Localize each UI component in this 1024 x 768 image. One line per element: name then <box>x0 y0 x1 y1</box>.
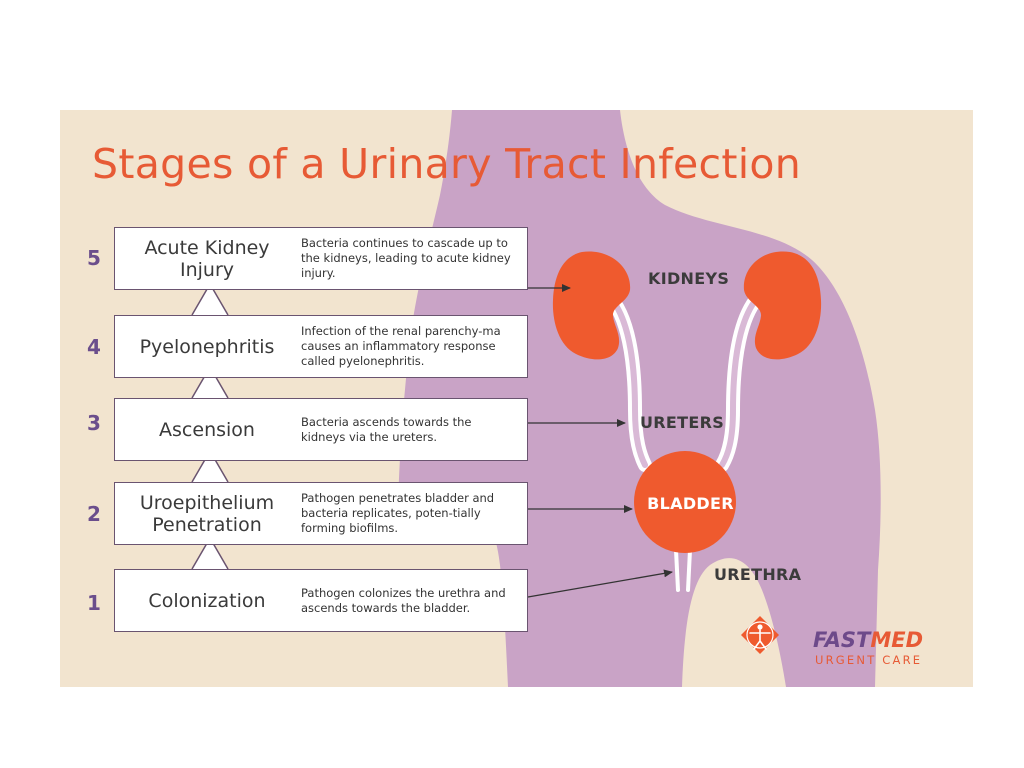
right-ureter-core <box>719 292 763 468</box>
arrow-to-urethra <box>527 569 673 598</box>
stage-5-number: 5 <box>87 246 101 270</box>
stage-5-box: Acute Kidney Injury Bacteria continues t… <box>114 227 528 290</box>
left-ureter-core <box>605 292 648 468</box>
stage-4-box: Pyelonephritis Infection of the renal pa… <box>114 315 528 378</box>
urethra-tube <box>674 548 692 592</box>
stage-3-number: 3 <box>87 411 101 435</box>
stage-4-description: Infection of the renal parenchy-ma cause… <box>301 324 501 368</box>
infographic-panel: Stages of a Urinary Tract Infection <box>60 110 973 687</box>
stage-2-description: Pathogen penetrates bladder and bacteria… <box>301 491 495 535</box>
stage-2-box: Uroepithelium Penetration Pathogen penet… <box>114 482 528 545</box>
stage-5-description: Bacteria continues to cascade up to the … <box>301 236 511 280</box>
stage-1-name: Colonization <box>148 589 266 612</box>
logo-subtitle: URGENT CARE <box>815 653 923 667</box>
stage-1-description: Pathogen colonizes the urethra and ascen… <box>301 585 506 615</box>
stage-2-name: Uroepithelium Penetration <box>139 491 275 536</box>
stage-3-description: Bacteria ascends towards the kidneys via… <box>301 414 472 444</box>
logo-wordmark: FASTMED <box>813 628 923 652</box>
anatomy-diagram <box>191 251 822 654</box>
vitruvian-figure-icon <box>741 616 779 654</box>
bladder <box>634 451 736 553</box>
left-kidney <box>552 251 631 360</box>
urethra-label: URETHRA <box>714 565 802 584</box>
stage-4-number: 4 <box>87 335 101 359</box>
kidneys-label: KIDNEYS <box>648 269 730 288</box>
bladder-label: BLADDER <box>647 494 734 513</box>
stage-1-number: 1 <box>87 591 101 615</box>
right-kidney <box>743 251 822 360</box>
stage-4-name: Pyelonephritis <box>139 335 275 358</box>
ureters-label: URETERS <box>640 413 725 432</box>
infographic-title: Stages of a Urinary Tract Infection <box>92 140 802 188</box>
stage-3-box: Ascension Bacteria ascends towards the k… <box>114 398 528 461</box>
stage-5-name: Acute Kidney Injury <box>144 236 270 281</box>
logo-med: MED <box>870 628 924 652</box>
stage-3-name: Ascension <box>159 418 255 441</box>
stage-2-number: 2 <box>87 502 101 526</box>
logo-fast: FAST <box>813 628 871 652</box>
stage-1-box: Colonization Pathogen colonizes the uret… <box>114 569 528 632</box>
